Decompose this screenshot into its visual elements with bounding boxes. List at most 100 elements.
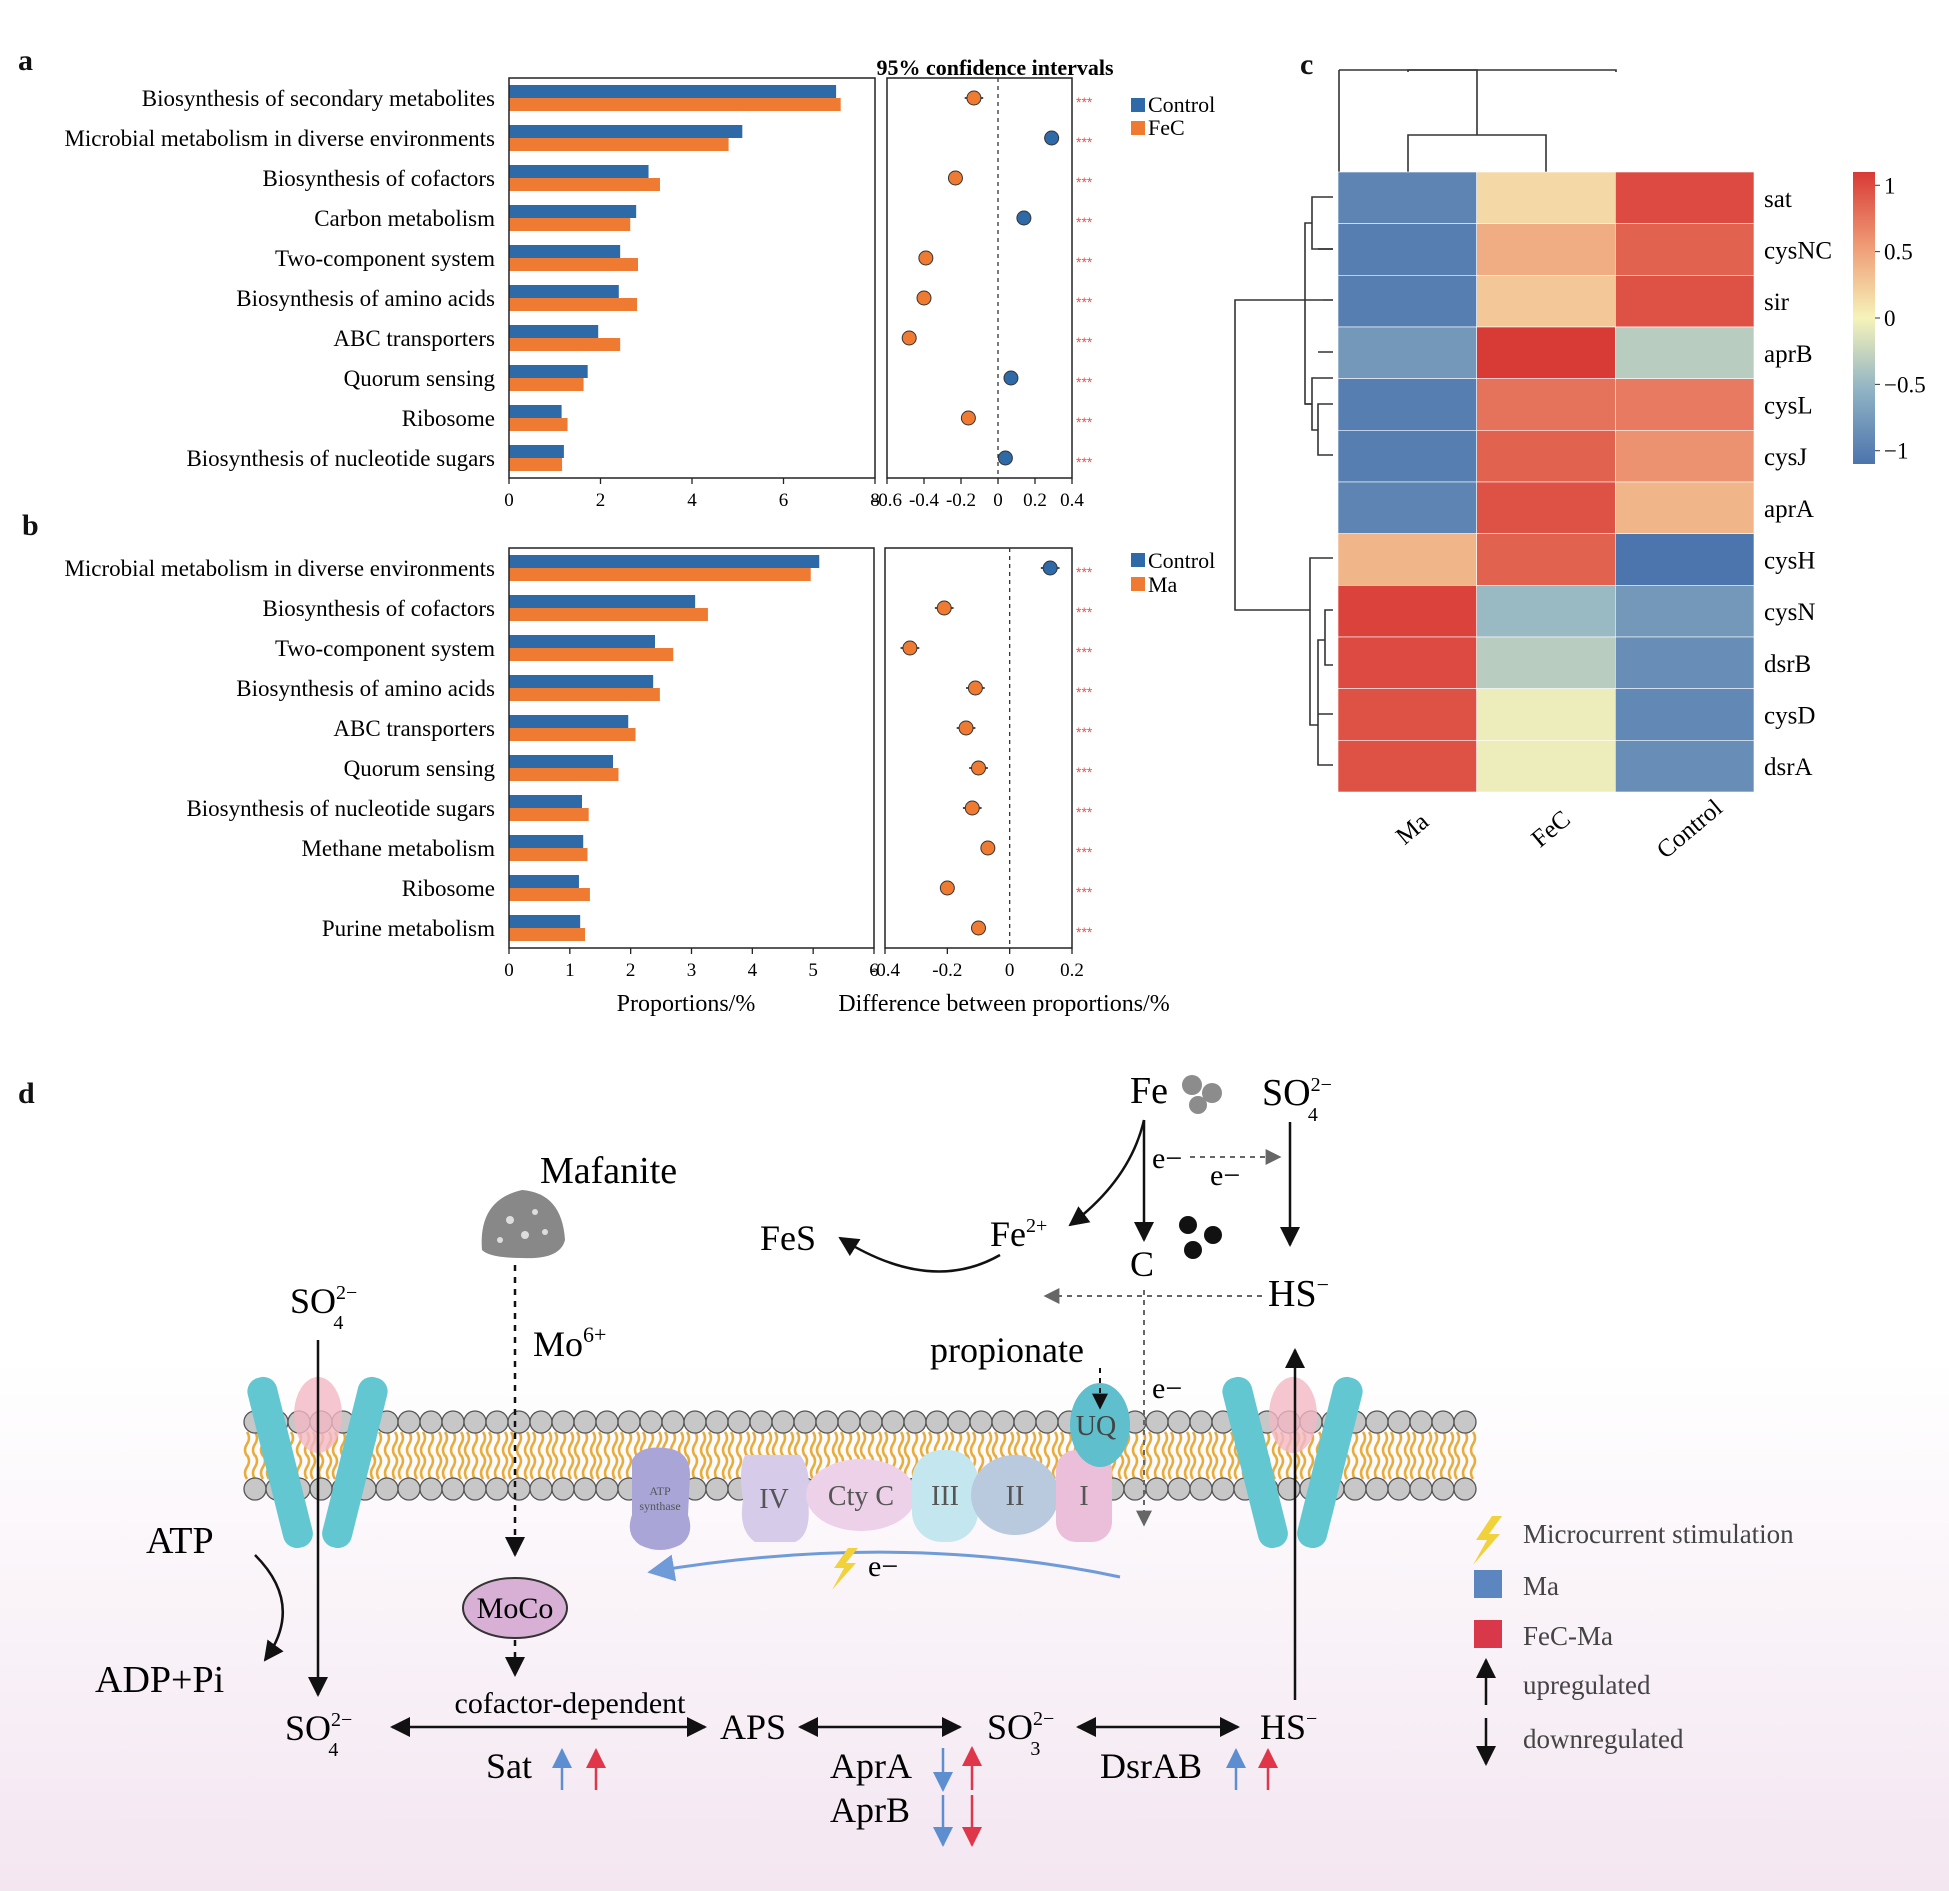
lipid-tail [1365,1431,1373,1457]
b-sig-biosynthesis-of-cofactors: *** [1076,604,1093,620]
lipid-head [1387,1410,1411,1434]
b-ci-point-biosynthesis-of-cofactors [936,600,952,616]
lipid-head [1013,1410,1037,1434]
lipid-tail [1205,1431,1213,1457]
lipid-tail [515,1431,523,1457]
a-bar-tick-label-2: 2 [596,490,606,511]
panel-letter-d: d [18,1077,35,1110]
lipid-tail [479,1431,487,1457]
legend-fecma-label: FeC-Ma [1523,1621,1613,1651]
lipid-tail [727,1431,735,1457]
b-ci-point-abc-transporters [958,720,974,736]
lipid-tail [999,1431,1007,1457]
heatmap-cell-dsrA-fec [1476,740,1616,793]
panel-letter-b: b [22,509,39,542]
moco [462,1577,568,1639]
a-sig-quorum-sensing: *** [1076,374,1093,390]
lipid-tail [405,1431,413,1457]
lipid-tail [713,1454,721,1480]
b-bar-control-biosynthesis-of-nucleotide-sugars [509,795,582,808]
heatmap-cell-cysH-ma [1337,533,1477,586]
lipid-tail [787,1431,795,1457]
lipid-tail [567,1431,575,1457]
lipid-tail [743,1431,751,1457]
lipid-head [991,1410,1015,1434]
lipid-tail [771,1431,779,1457]
lipid-tail [435,1454,443,1480]
legend-lightning-icon [1473,1516,1502,1565]
lipid-tail [427,1454,435,1480]
ci-title: 95% confidence intervals [876,55,1114,80]
lipid-tail [969,1431,977,1457]
lipid-head [1277,1477,1301,1501]
b-category-label-abc-transporters: ABC transporters [333,716,495,741]
lipid-tail [1175,1454,1183,1480]
heatmap-row-label-dsrA: dsrA [1764,754,1813,781]
b-bar-control-abc-transporters [509,715,629,728]
lipid-tail [581,1454,589,1480]
lipid-tail [537,1431,545,1457]
lipid-tail [397,1454,405,1480]
lipid-tail [485,1454,493,1480]
lipid-head [815,1410,839,1434]
lipid-tail [551,1431,559,1457]
heatmap-cell-sir-ma [1337,275,1477,328]
lipid-tail [449,1431,457,1457]
lipid-tail [1387,1431,1395,1457]
lipid-tail [1425,1454,1433,1480]
lipid-tail [1403,1431,1411,1457]
lipid-head [1167,1477,1191,1501]
apra-label: AprA [830,1746,912,1786]
lipid-tail [309,1454,317,1480]
heatmap-row-label-cysJ: cysJ [1764,444,1807,471]
legend-d: Microcurrent stimulation Ma FeC-Ma upreg… [1473,1516,1794,1766]
lipid-head [1409,1410,1433,1434]
b-category-label-two-component-system: Two-component system [275,636,495,661]
sat-label: Sat [486,1746,532,1786]
b-bar-tick-label-5: 5 [808,960,818,981]
b-bar-ma-two-component-system [509,648,674,661]
lipid-tail [325,1454,333,1480]
heatmap-row-label-aprB: aprB [1764,341,1813,368]
lipid-tail [1307,1454,1315,1480]
lipid-head [1035,1410,1059,1434]
a-bar-fec-ribosome [509,418,568,431]
lipid-tail [375,1431,383,1457]
legend-ma-label: Ma [1523,1571,1559,1601]
lipid-tail [1359,1454,1367,1480]
lipid-tail [875,1431,883,1457]
lipid-tail [1417,1454,1425,1480]
lipid-tail [397,1431,405,1457]
a-bar-control-microbial-metabolism-in-diverse-environments [509,125,743,138]
b-category-label-biosynthesis-of-amino-acids: Biosynthesis of amino acids [236,676,495,701]
lipid-tail [1351,1431,1359,1457]
lipid-tail [1183,1454,1191,1480]
b-bar-control-two-component-system [509,635,655,648]
lipid-tail [1409,1431,1417,1457]
lipid-head [485,1477,509,1501]
a-ci-tick-label-0: 0 [993,490,1003,511]
lipid-tail [595,1454,603,1480]
lipid-tail [1359,1431,1367,1457]
a-ci-point-quorum-sensing [1003,370,1019,386]
lipid-tail [625,1431,633,1457]
row-dendro-1 [1311,196,1333,250]
lipid-tail [625,1454,633,1480]
a-bar-control-biosynthesis-of-secondary-metabolites [509,85,837,98]
lipid-head [529,1410,553,1434]
b-bar-control-microbial-metabolism-in-diverse-environments [509,555,820,568]
b-bar-ma-quorum-sensing [509,768,619,781]
b-sig-biosynthesis-of-amino-acids: *** [1076,684,1093,700]
lipid-tail [699,1431,707,1457]
heatmap-row-label-cysH: cysH [1764,548,1815,575]
lipid-tail [1189,1431,1197,1457]
lipid-head [243,1477,267,1501]
lipid-tail [1007,1431,1015,1457]
legend-a: Control FeC [1131,92,1215,140]
lipid-tail [1021,1431,1029,1457]
heatmap-cell-cysD-fec [1476,688,1616,741]
legend-fecma-swatch [1474,1620,1502,1648]
lipid-tail [713,1431,721,1457]
heatmap-col-label-ma: Ma [1391,808,1434,850]
col-dendro-top [1407,69,1617,72]
